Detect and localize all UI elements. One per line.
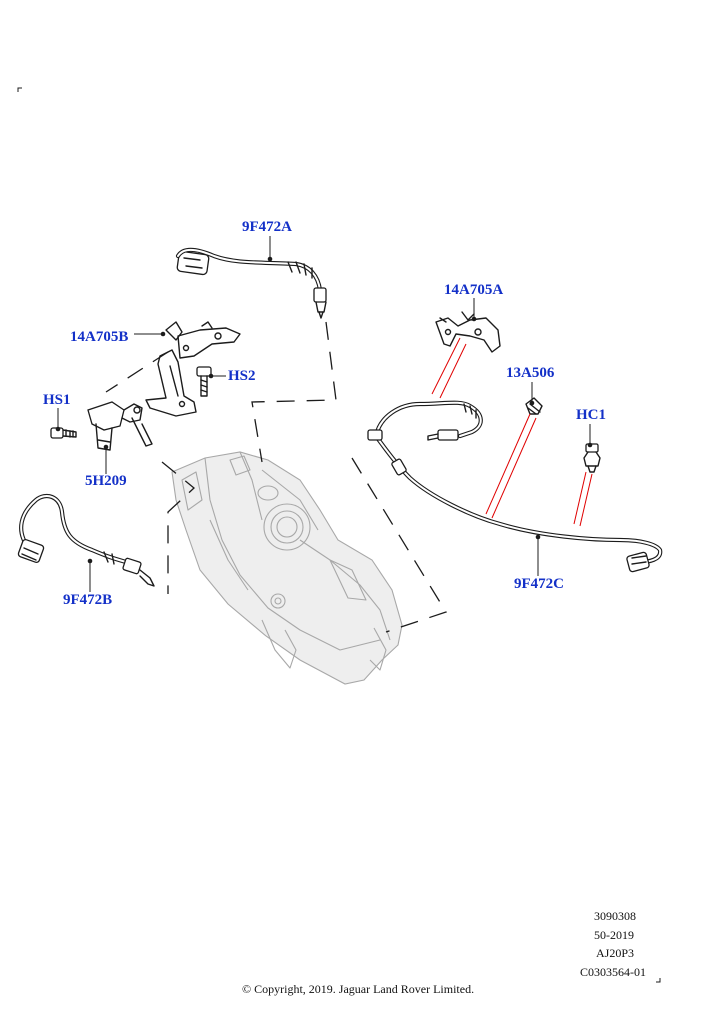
callout-14a705b[interactable]: 14A705B [70, 329, 129, 345]
bracket-14a705a[interactable] [435, 311, 501, 353]
red-leader-lines [431, 337, 593, 527]
leader-lines [55, 236, 593, 592]
catalytic-converter-ghost [171, 451, 403, 685]
callout-hs1[interactable]: HS1 [43, 392, 71, 408]
callout-hs2[interactable]: HS2 [228, 368, 256, 384]
callout-14a705a[interactable]: 14A705A [444, 282, 504, 298]
callout-9f472b[interactable]: 9F472B [63, 592, 113, 608]
bolt-hs1[interactable] [50, 427, 77, 439]
illustration-number: 3090308 [594, 909, 636, 923]
copyright-notice: © Copyright, 2019. Jaguar Land Rover Lim… [242, 982, 475, 996]
oxygen-sensor-9f472c[interactable] [367, 400, 663, 573]
catalogue-reference: C0303564-01 [580, 965, 646, 979]
bolt-hs2[interactable] [196, 366, 212, 397]
date-code: 50-2019 [594, 928, 634, 942]
callout-5h209[interactable]: 5H209 [85, 473, 127, 489]
clip-13a506[interactable] [525, 397, 543, 415]
oxygen-sensor-9f472b[interactable] [17, 493, 155, 587]
crop-marks [17, 87, 661, 983]
model-code: AJ20P3 [596, 946, 635, 960]
oxygen-sensor-9f472a[interactable] [175, 247, 327, 319]
bracket-14a705b[interactable] [145, 321, 241, 417]
callout-9f472a[interactable]: 9F472A [242, 219, 292, 235]
callout-9f472c[interactable]: 9F472C [514, 576, 564, 592]
callout-hc1[interactable]: HC1 [576, 407, 606, 423]
sensor-5h209[interactable] [87, 401, 153, 451]
callout-13a506[interactable]: 13A506 [506, 365, 555, 381]
installation-dashed-lines [105, 321, 447, 633]
sensor-hc1[interactable] [583, 443, 601, 473]
